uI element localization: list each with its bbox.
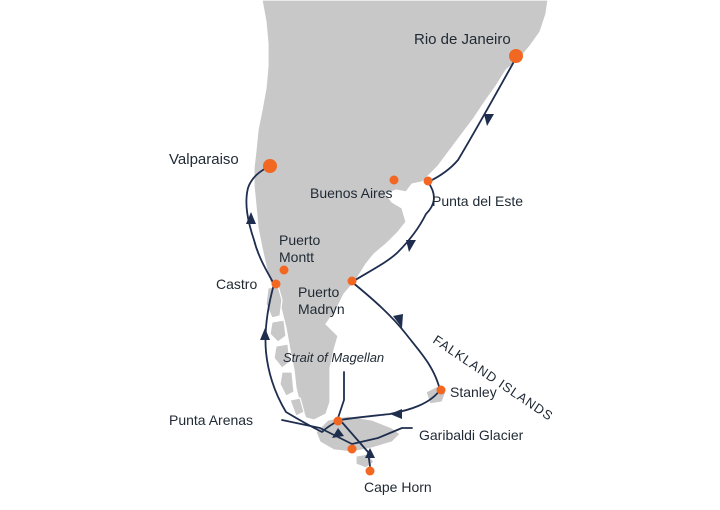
port-marker-rio-de-janeiro[interactable]: [509, 49, 523, 63]
port-label-stanley: Stanley: [450, 384, 497, 400]
port-label-puerto-montt-line2: Montt: [279, 249, 314, 265]
falkland-islands-label: FALKLAND ISLANDS: [430, 332, 556, 424]
route-direction-arrow: [365, 448, 375, 458]
archipelago-island: [279, 371, 295, 397]
route-direction-arrow: [260, 328, 270, 340]
archipelago-island: [273, 343, 291, 369]
port-marker-buenos-aires[interactable]: [389, 175, 399, 185]
route-direction-arrow: [406, 240, 416, 252]
archipelago-island: [289, 397, 305, 417]
route-direction-arrow: [393, 314, 403, 328]
port-label-buenos-aires: Buenos Aires: [310, 185, 393, 201]
archipelago-island: [269, 319, 287, 343]
cruise-route-line: [337, 371, 345, 419]
route-direction-arrow: [246, 212, 256, 224]
port-marker-punta-del-este[interactable]: [423, 176, 433, 186]
port-label-puerto-madryn-line1: Puerto: [298, 284, 339, 300]
port-marker-castro[interactable]: [271, 279, 281, 289]
port-label-puerto-madryn-line2: Madryn: [298, 301, 345, 317]
route-direction-arrow: [390, 409, 402, 419]
cruise-route-line: [339, 419, 371, 467]
strait-of-magellan-label: Strait of Magellan: [283, 350, 384, 365]
port-marker-puerto-madryn[interactable]: [347, 276, 357, 286]
port-label-cape-horn: Cape Horn: [364, 479, 432, 495]
port-marker-garibaldi-glacier[interactable]: [347, 444, 357, 454]
port-label-castro: Castro: [216, 276, 257, 292]
cruise-route-line: [281, 419, 353, 445]
port-marker-cape-horn[interactable]: [365, 466, 375, 476]
cruise-route-line: [351, 427, 413, 445]
port-marker-puerto-montt[interactable]: [279, 265, 289, 275]
port-label-garibaldi-glacier: Garibaldi Glacier: [419, 427, 524, 443]
port-marker-punta-arenas[interactable]: [333, 416, 343, 426]
port-marker-valparaiso[interactable]: [263, 159, 277, 173]
port-label-rio-de-janeiro: Rio de Janeiro: [414, 31, 511, 48]
port-label-punta-arenas: Punta Arenas: [169, 412, 253, 428]
port-label-punta-del-este: Punta del Este: [432, 193, 523, 209]
south-america-landmass: [253, 0, 549, 421]
port-label-valparaiso: Valparaiso: [169, 151, 239, 168]
route-direction-arrow: [484, 114, 494, 126]
port-marker-stanley[interactable]: [436, 385, 446, 395]
route-direction-arrow: [332, 428, 344, 438]
port-label-puerto-montt-line1: Puerto: [279, 232, 320, 248]
